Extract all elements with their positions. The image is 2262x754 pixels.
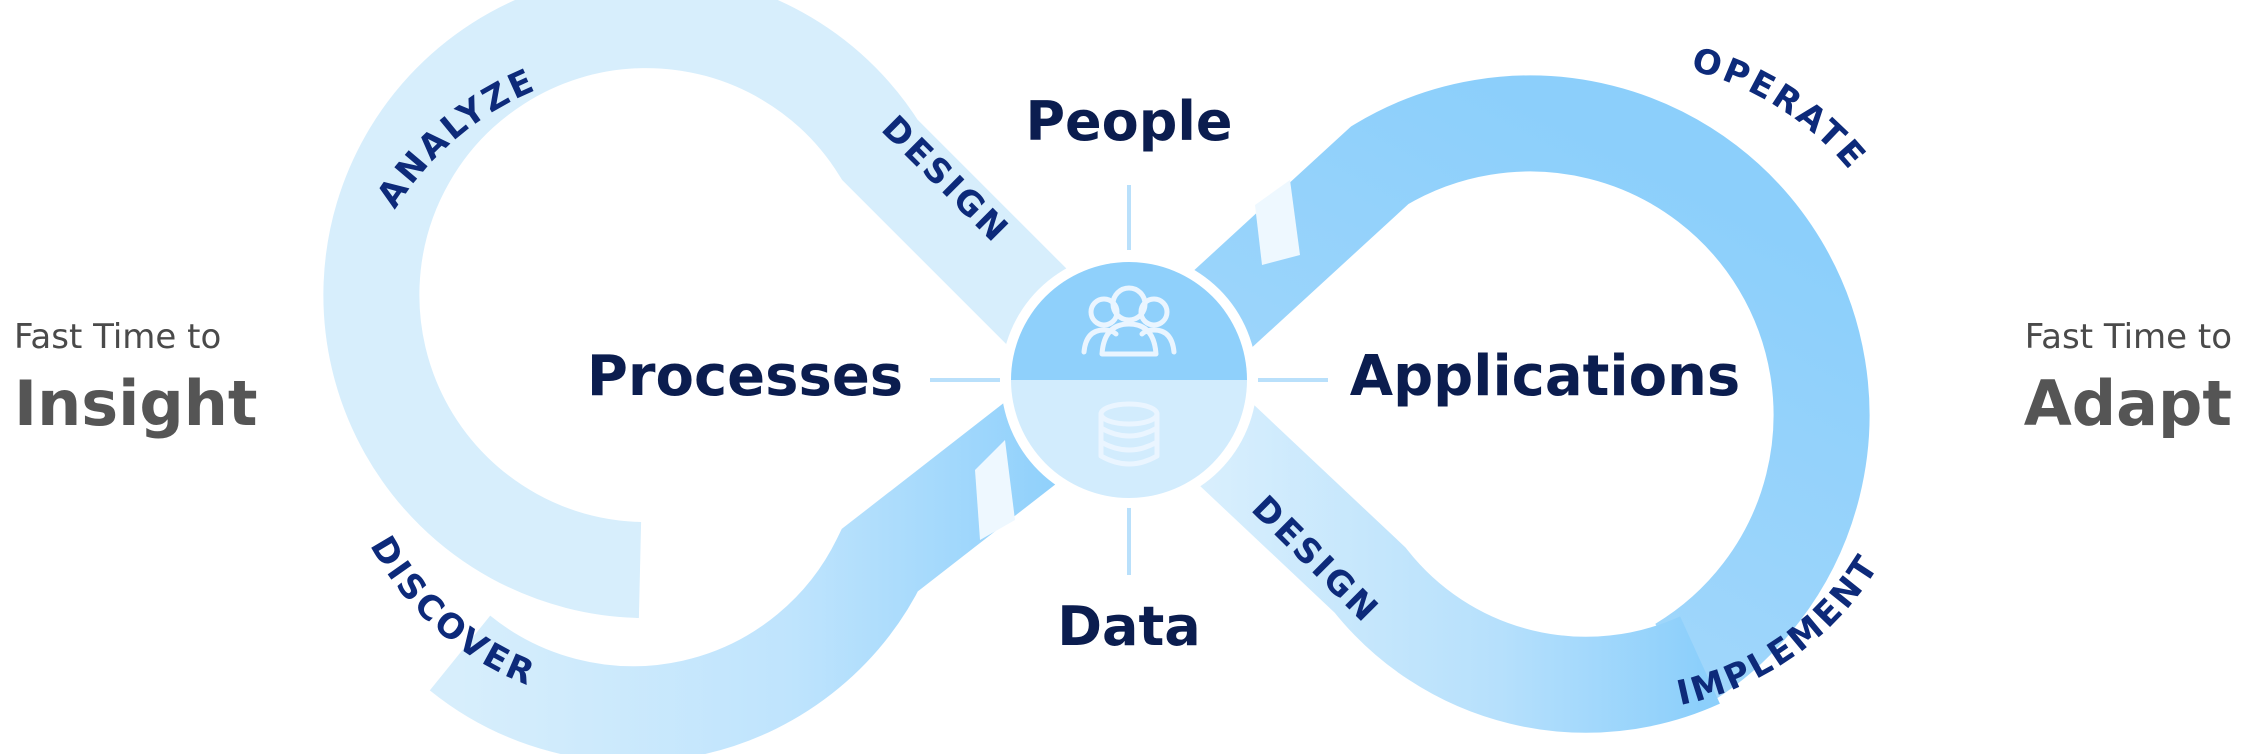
infinity-loop-right xyxy=(1167,75,1870,733)
database-icon xyxy=(1098,401,1160,467)
hub-bottom-half xyxy=(1011,380,1247,498)
infinity-loop-left xyxy=(323,0,1094,754)
left-loop-fold xyxy=(975,440,1015,540)
right-caption: Fast Time to Adapt xyxy=(2024,317,2232,440)
hub-connectors xyxy=(930,185,1328,575)
right-loop-upper-band xyxy=(1167,75,1870,707)
hub-label-data: Data xyxy=(1057,595,1201,658)
left-caption-big: Insight xyxy=(14,367,258,440)
hub-label-applications: Applications xyxy=(1350,344,1741,409)
people-group-icon xyxy=(1081,285,1177,357)
left-caption-small: Fast Time to xyxy=(14,317,221,357)
right-caption-small: Fast Time to xyxy=(2025,317,2232,357)
hub-label-people: People xyxy=(1025,90,1232,153)
right-caption-big: Adapt xyxy=(2024,367,2232,440)
left-loop-upper-band xyxy=(323,0,1094,618)
right-loop-fold xyxy=(1255,180,1300,265)
right-loop-lower-band xyxy=(1167,385,1720,733)
left-caption: Fast Time to Insight xyxy=(14,317,258,440)
hub-circle xyxy=(1001,252,1257,508)
left-loop-lower-band xyxy=(429,382,1090,754)
hub-label-processes: Processes xyxy=(587,344,903,409)
